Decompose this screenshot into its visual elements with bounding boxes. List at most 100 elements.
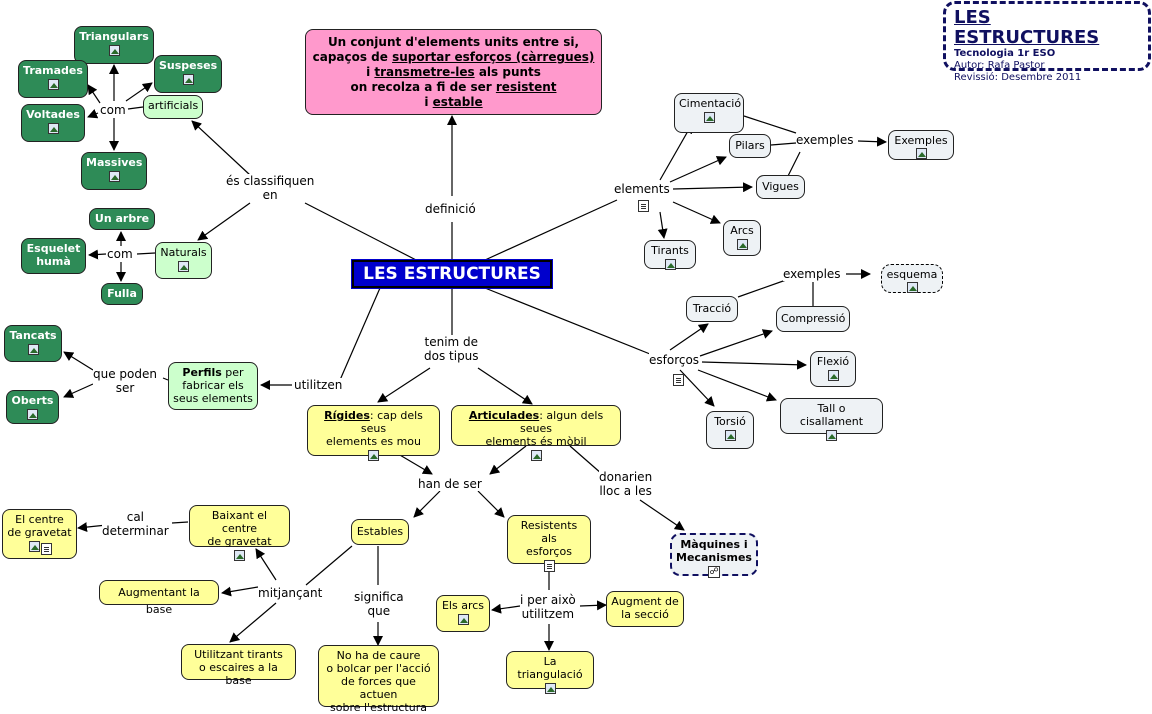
node-esquelet[interactable]: Esquelet humà bbox=[21, 238, 86, 274]
node-tancats[interactable]: Tancats bbox=[4, 325, 62, 362]
definition-line-5b: estable bbox=[432, 95, 483, 109]
node-els-arcs[interactable]: Els arcs bbox=[436, 595, 490, 632]
label-definicio: definició bbox=[425, 202, 476, 216]
label-com-naturals: com bbox=[107, 247, 133, 261]
node-vigues[interactable]: Vigues bbox=[756, 175, 805, 199]
node-pilars[interactable]: Pilars bbox=[729, 134, 771, 158]
node-tramades[interactable]: Tramades bbox=[18, 60, 88, 98]
info-author: Autor: Rafa Pastor bbox=[954, 60, 1045, 71]
image-icon[interactable] bbox=[27, 344, 39, 355]
image-icon[interactable] bbox=[368, 450, 379, 461]
label-que-poden: que poden ser bbox=[93, 367, 157, 395]
note-icon[interactable] bbox=[40, 543, 52, 555]
definition-line-3b: transmetre-les bbox=[374, 65, 475, 79]
label-esforcos: esforços bbox=[649, 353, 700, 367]
node-augmentant[interactable]: Augmentant la base bbox=[99, 580, 219, 616]
image-icon[interactable] bbox=[108, 171, 120, 182]
node-artificials[interactable]: artificials bbox=[143, 95, 203, 119]
image-icon[interactable] bbox=[27, 409, 38, 420]
definition-node: Un conjunt d'elements units entre si, ca… bbox=[305, 29, 602, 115]
image-icon[interactable] bbox=[530, 450, 542, 461]
node-perfils[interactable]: Perfils per fabricar els seus elements bbox=[168, 362, 258, 410]
label-han-de-ser: han de ser bbox=[418, 477, 482, 491]
node-triangulars[interactable]: Triangulars bbox=[74, 26, 154, 64]
node-naturals[interactable]: Naturals bbox=[155, 242, 212, 279]
node-oberts[interactable]: Oberts bbox=[6, 390, 59, 424]
info-subtitle: Tecnologia 1r ESO bbox=[954, 48, 1056, 59]
label-classifiquen: és classifiquen en bbox=[226, 174, 315, 202]
node-resistents[interactable]: Resistents als esforços bbox=[507, 515, 591, 572]
definition-line-3c: als punts bbox=[474, 65, 541, 79]
node-cimentacio[interactable]: Cimentació bbox=[674, 93, 744, 133]
label-cal: cal determinar bbox=[102, 510, 169, 538]
label-donarien: donarien lloc a les bbox=[599, 470, 653, 498]
definition-line-2b: suportar esforços (càrregues) bbox=[392, 50, 595, 64]
node-esquema[interactable]: esquema bbox=[881, 264, 943, 293]
image-icon[interactable] bbox=[915, 148, 927, 159]
node-baixant[interactable]: Baixant el centre de gravetat bbox=[189, 505, 290, 561]
node-un-arbre[interactable]: Un arbre bbox=[89, 208, 155, 230]
label-significa: significa que bbox=[354, 590, 404, 618]
node-exemples[interactable]: Exemples bbox=[888, 130, 954, 160]
definition-line-2a: capaços de bbox=[312, 50, 393, 64]
image-icon[interactable] bbox=[827, 370, 839, 381]
mindmap-icon[interactable]: ☍ bbox=[708, 566, 720, 578]
label-exemples-elements: exemples bbox=[796, 133, 854, 147]
label-com-artificials: com bbox=[100, 103, 126, 117]
node-centre-gravetat[interactable]: El centre de gravetat bbox=[2, 509, 77, 559]
main-node[interactable]: LES ESTRUCTURES bbox=[351, 259, 553, 289]
note-icon[interactable] bbox=[638, 199, 649, 212]
image-icon[interactable] bbox=[28, 541, 40, 552]
image-icon[interactable] bbox=[108, 45, 120, 56]
node-maquines[interactable]: Màquines i Mecanismes☍ bbox=[670, 533, 758, 578]
node-suspeses[interactable]: Suspeses bbox=[154, 55, 222, 93]
node-compressio[interactable]: Compressió bbox=[776, 306, 850, 332]
node-utilitzant[interactable]: Utilitzant tirants o escaires a la base bbox=[181, 644, 296, 687]
node-flexio[interactable]: Flexió bbox=[810, 351, 856, 387]
image-icon[interactable] bbox=[906, 282, 918, 293]
definition-line-4b: resistent bbox=[495, 80, 557, 94]
label-mitjancant: mitjançant bbox=[258, 586, 323, 600]
label-exemples-esforcos: exemples bbox=[783, 267, 841, 281]
image-icon[interactable] bbox=[457, 614, 469, 625]
image-icon[interactable] bbox=[736, 239, 748, 250]
node-fulla[interactable]: Fulla bbox=[101, 283, 143, 305]
node-tirants[interactable]: Tirants bbox=[644, 240, 696, 270]
label-tenim: tenim de dos tipus bbox=[424, 335, 479, 363]
image-icon[interactable] bbox=[826, 430, 837, 441]
info-title: LES ESTRUCTURES bbox=[954, 7, 1100, 48]
node-estables[interactable]: Estables bbox=[351, 519, 409, 545]
image-icon[interactable] bbox=[724, 430, 736, 441]
definition-line-1: Un conjunt d'elements units entre si, bbox=[327, 35, 580, 49]
elements-note-icon[interactable] bbox=[634, 195, 653, 215]
node-massives[interactable]: Massives bbox=[81, 152, 147, 190]
image-icon[interactable] bbox=[234, 550, 245, 561]
node-rigides[interactable]: Rígides: cap dels seus elements es mou bbox=[307, 405, 440, 461]
image-icon[interactable] bbox=[47, 79, 59, 90]
definition-line-3a: i bbox=[366, 65, 375, 79]
info-revision: Revissió: Desembre 2011 bbox=[954, 72, 1082, 83]
node-no-ha-de-caure[interactable]: No ha de caure o bolcar per l'acció de f… bbox=[318, 645, 439, 714]
node-augment-seccio[interactable]: Augment de la secció bbox=[606, 591, 684, 627]
image-icon[interactable] bbox=[664, 259, 676, 270]
note-icon[interactable] bbox=[673, 373, 684, 386]
definition-line-5a: i bbox=[424, 95, 433, 109]
title-info-box: LES ESTRUCTURES Tecnologia 1r ESO Autor:… bbox=[943, 1, 1151, 83]
node-triangulacio[interactable]: La triangulació bbox=[506, 651, 594, 694]
image-icon[interactable] bbox=[703, 112, 715, 123]
note-icon[interactable] bbox=[543, 560, 555, 572]
node-torsio[interactable]: Torsió bbox=[706, 411, 754, 449]
image-icon[interactable] bbox=[544, 683, 556, 694]
definition-line-4a: on recolza a fi de ser bbox=[350, 80, 496, 94]
node-traccio[interactable]: Tracció bbox=[686, 296, 738, 322]
node-articulades[interactable]: Articulades: algun dels seues elements é… bbox=[451, 405, 621, 461]
node-voltades[interactable]: Voltades bbox=[21, 104, 85, 142]
image-icon[interactable] bbox=[178, 261, 189, 272]
node-tall[interactable]: Tall o cisallament bbox=[780, 398, 883, 441]
label-per-aixo: i per això utilitzem bbox=[520, 593, 576, 621]
node-arcs[interactable]: Arcs bbox=[723, 220, 761, 256]
esforcos-note-icon[interactable] bbox=[669, 369, 688, 389]
image-icon[interactable] bbox=[182, 74, 194, 85]
image-icon[interactable] bbox=[47, 123, 59, 134]
